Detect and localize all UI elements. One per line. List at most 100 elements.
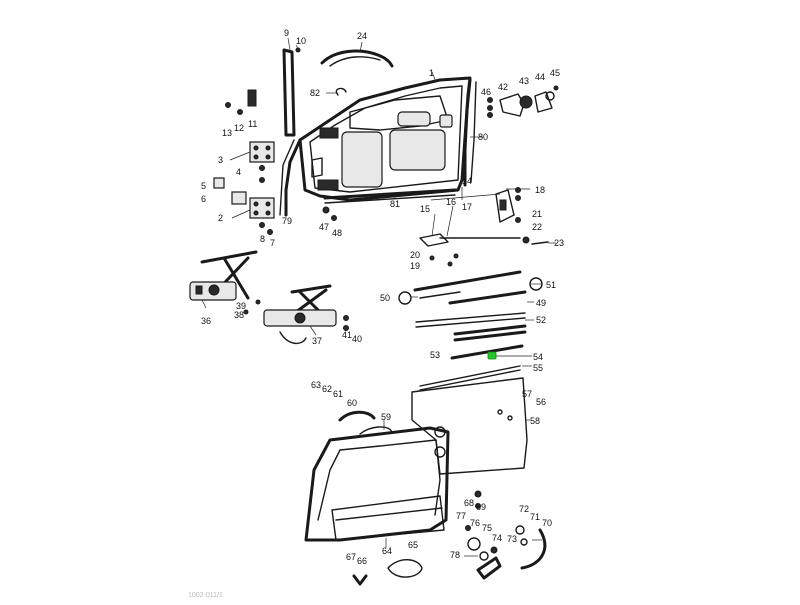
callout-label: 74 <box>492 533 502 543</box>
callout-label: 55 <box>533 363 543 373</box>
callout-label: 51 <box>546 280 556 290</box>
callout-label: 69 <box>476 502 486 512</box>
callout-label: 12 <box>234 123 244 133</box>
callout-label: 64 <box>382 546 392 556</box>
belt-molding-set <box>413 270 527 391</box>
callout-label: 78 <box>450 550 460 560</box>
callout-label: 8 <box>260 234 265 244</box>
callout-label: 17 <box>462 202 472 212</box>
small-fasteners <box>225 47 559 331</box>
interior-handle-group <box>465 490 547 580</box>
window-regulator-36 <box>189 250 258 301</box>
hinge-plate-5 <box>213 177 225 189</box>
callout-label: 61 <box>333 389 343 399</box>
callout-label: 73 <box>507 534 517 544</box>
lock-assembly <box>499 91 555 117</box>
callout-label: 1 <box>429 68 434 78</box>
callout-label: 39 <box>236 301 246 311</box>
callout-label: 6 <box>201 194 206 204</box>
callout-label: 40 <box>352 334 362 344</box>
callout-label: 60 <box>347 398 357 408</box>
callout-label: 62 <box>322 384 332 394</box>
callout-label: 20 <box>410 250 420 260</box>
sill-molding <box>323 188 457 200</box>
door-pocket <box>331 495 445 541</box>
rod-23 <box>531 241 549 245</box>
ashtray-clip <box>352 574 368 586</box>
inner-release-lever <box>419 233 521 247</box>
upper-hinge <box>249 141 275 163</box>
callout-label: 4 <box>236 167 241 177</box>
callout-label: 19 <box>410 261 420 271</box>
callout-label: 56 <box>536 397 546 407</box>
callout-label: 45 <box>550 68 560 78</box>
bracket-11 <box>247 89 257 107</box>
callout-label: 5 <box>201 181 206 191</box>
callout-label: 46 <box>481 87 491 97</box>
callout-label: 68 <box>464 498 474 508</box>
lower-hinge <box>249 197 275 219</box>
callout-label: 7 <box>270 238 275 248</box>
callout-label: 2 <box>218 213 223 223</box>
callout-label: 23 <box>554 238 564 248</box>
callout-label: 76 <box>470 518 480 528</box>
callout-label: 57 <box>522 389 532 399</box>
callout-label: 14 <box>462 176 472 186</box>
door-latch <box>495 189 515 223</box>
inner-door-panel <box>411 377 528 475</box>
badge-50 <box>398 291 412 305</box>
callout-label: 16 <box>446 197 456 207</box>
callout-label: 22 <box>532 222 542 232</box>
callout-label: 9 <box>284 28 289 38</box>
callout-label: 63 <box>311 380 321 390</box>
callout-label: 71 <box>530 512 540 522</box>
callout-label: 80 <box>478 132 488 142</box>
callout-label: 42 <box>498 82 508 92</box>
callout-label: 79 <box>282 216 292 226</box>
callout-label: 66 <box>357 556 367 566</box>
footer-text: 1002-011/1 <box>188 592 223 599</box>
callout-label: 36 <box>201 316 211 326</box>
callout-label: 43 <box>519 76 529 86</box>
callout-label: 54 <box>533 352 543 362</box>
callout-label: 21 <box>532 209 542 219</box>
callout-label: 37 <box>312 336 322 346</box>
window-pillar <box>282 48 296 137</box>
callout-label: 70 <box>542 518 552 528</box>
callout-label: 48 <box>332 228 342 238</box>
callout-label: 59 <box>381 412 391 422</box>
callout-label: 38 <box>234 310 244 320</box>
door-trim-panel <box>304 426 450 542</box>
leader-lines <box>201 37 556 557</box>
callout-label: 3 <box>218 155 223 165</box>
highlighted-clip-marker <box>487 351 497 360</box>
callout-label: 13 <box>222 128 232 138</box>
door-shell <box>298 76 472 202</box>
callout-label: 24 <box>357 31 367 41</box>
callout-label: 52 <box>536 315 546 325</box>
callout-label: 77 <box>456 511 466 521</box>
callout-label: 65 <box>408 540 418 550</box>
callout-label: 47 <box>319 222 329 232</box>
window-channel <box>463 78 472 187</box>
callout-label: 58 <box>530 416 540 426</box>
callout-label: 49 <box>536 298 546 308</box>
callout-label: 18 <box>535 185 545 195</box>
window-regulator-37 <box>263 284 337 345</box>
armrest-cushion <box>387 559 423 578</box>
callout-label: 41 <box>342 330 352 340</box>
callout-label: 75 <box>482 523 492 533</box>
hinge-plate-6 <box>231 191 247 205</box>
spring-wire <box>335 87 347 96</box>
outer-door-handle <box>320 49 394 68</box>
callout-label: 44 <box>535 72 545 82</box>
callout-label: 15 <box>420 204 430 214</box>
callout-label: 53 <box>430 350 440 360</box>
callout-label: 82 <box>310 88 320 98</box>
callout-label: 50 <box>380 293 390 303</box>
callout-label: 67 <box>346 552 356 562</box>
armrest-handle <box>338 410 376 422</box>
